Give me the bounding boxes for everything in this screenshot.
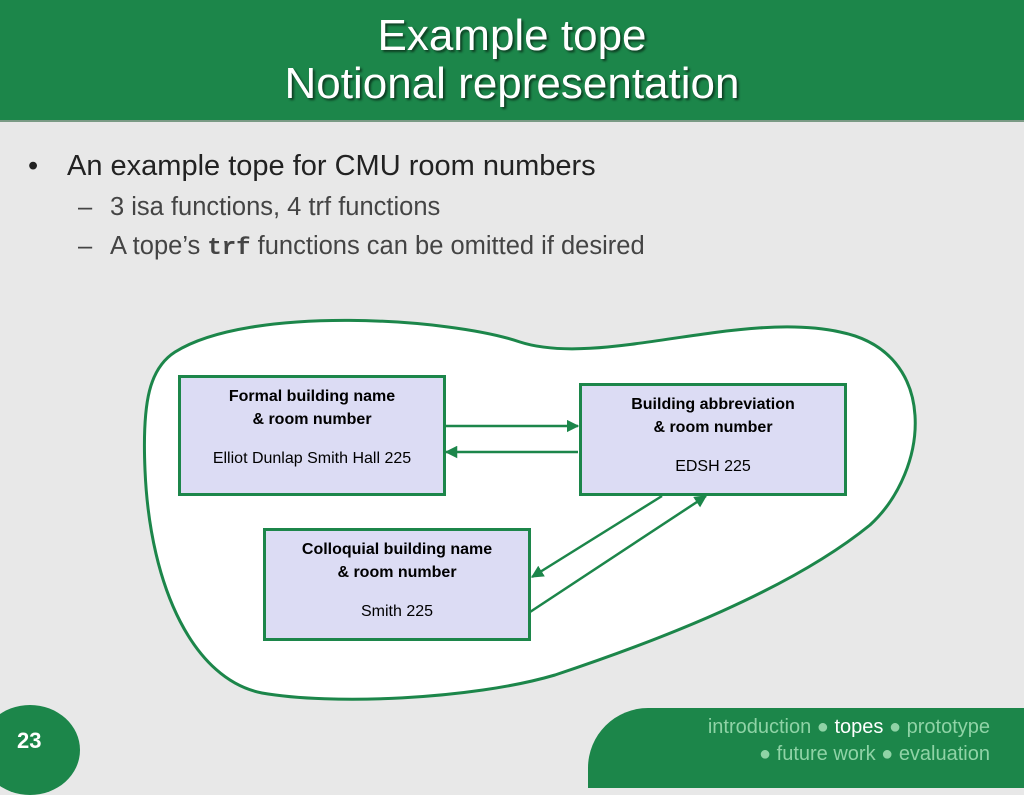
nav-topes[interactable]: topes bbox=[834, 716, 884, 738]
slide-title-line1: Example tope bbox=[377, 11, 647, 60]
bullet-list: • An example tope for CMU room numbers –… bbox=[28, 150, 645, 262]
tope-diagram bbox=[142, 318, 917, 701]
formal-box-value: Elliot Dunlap Smith Hall 225 bbox=[212, 450, 412, 467]
sub-bullet-1-text: 3 isa functions, 4 trf functions bbox=[110, 193, 441, 221]
title-bar: Example tope Notional representation bbox=[0, 0, 1024, 122]
section-nav: introduction ● topes ● prototype ● futur… bbox=[708, 714, 990, 768]
dash-icon: – bbox=[78, 193, 93, 221]
sub-bullet-2-code: trf bbox=[207, 235, 251, 262]
colloquial-box-heading-1: Colloquial building name bbox=[301, 541, 493, 558]
sub-bullet-2-suffix: functions can be omitted if desired bbox=[250, 232, 645, 260]
sub-bullet-2-prefix: A tope’s bbox=[110, 232, 208, 260]
bullet-main: • An example tope for CMU room numbers bbox=[28, 150, 645, 183]
abbrev-box-value: EDSH 225 bbox=[675, 458, 751, 475]
section-nav-line-1: introduction ● topes ● prototype bbox=[708, 714, 990, 741]
nav-bullet-icon: ● bbox=[881, 743, 894, 765]
formal-name-box: Formal building name & room number Ellio… bbox=[178, 375, 446, 496]
formal-box-heading-2: & room number bbox=[252, 411, 372, 428]
dash-icon: – bbox=[78, 232, 93, 260]
slide-title-line2: Notional representation bbox=[284, 59, 740, 108]
arrow-colloquial-to-abbrev bbox=[529, 494, 708, 614]
nav-prototype[interactable]: prototype bbox=[906, 716, 990, 738]
nav-introduction[interactable]: introduction bbox=[707, 716, 812, 738]
bullet-main-text: An example tope for CMU room numbers bbox=[67, 150, 596, 182]
nav-evaluation[interactable]: evaluation bbox=[898, 743, 990, 765]
sub-bullet-2: –A tope’s trf functions can be omitted i… bbox=[78, 232, 645, 262]
nav-bullet-icon: ● bbox=[888, 716, 902, 738]
abbrev-box-heading-2: & room number bbox=[653, 419, 773, 436]
formal-box-heading-1: Formal building name bbox=[228, 388, 396, 405]
section-nav-line-2: ● future work ● evaluation bbox=[708, 741, 990, 768]
abbrev-box-heading-1: Building abbreviation bbox=[631, 396, 795, 413]
colloquial-box-heading-2: & room number bbox=[337, 564, 457, 581]
colloquial-name-box: Colloquial building name & room number S… bbox=[263, 528, 531, 641]
colloquial-box-value: Smith 225 bbox=[360, 603, 434, 620]
nav-bullet-icon: ● bbox=[759, 743, 772, 765]
nav-bullet-icon: ● bbox=[816, 716, 829, 738]
abbreviation-box: Building abbreviation & room number EDSH… bbox=[579, 383, 847, 496]
nav-future-work[interactable]: future work bbox=[776, 743, 876, 765]
bullet-dot-icon: • bbox=[28, 150, 39, 182]
sub-bullet-1: –3 isa functions, 4 trf functions bbox=[78, 193, 645, 222]
page-number: 23 bbox=[17, 728, 42, 753]
arrow-abbrev-to-colloquial bbox=[530, 494, 663, 579]
